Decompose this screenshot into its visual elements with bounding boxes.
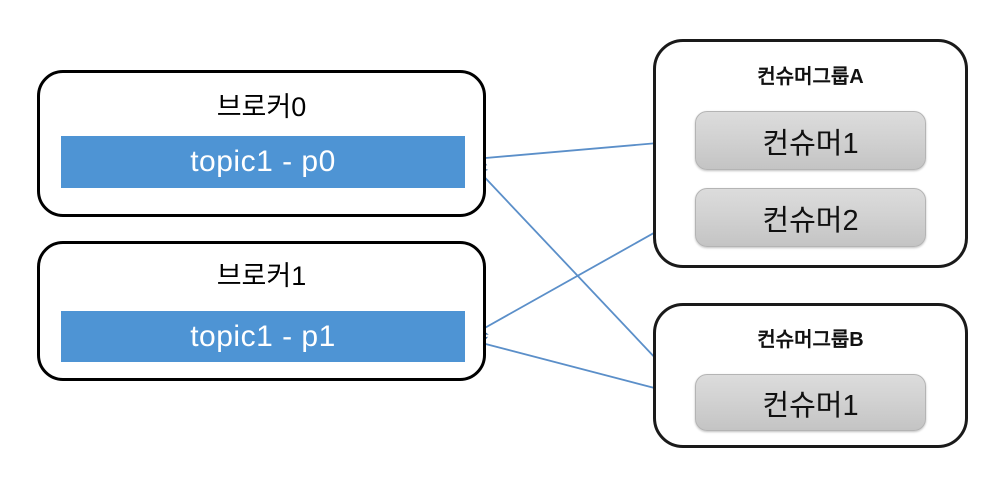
consumer-group-box-b[interactable]: 컨슈머그룹B 컨슈머1	[653, 303, 968, 448]
broker-title-1: 브로커1	[216, 261, 307, 291]
broker-title-0: 브로커0	[216, 92, 307, 122]
consumer-group-box-a[interactable]: 컨슈머그룹A 컨슈머1 컨슈머2	[653, 39, 968, 268]
broker-box-1[interactable]: 브로커1 topic1 - p1	[37, 241, 486, 381]
partition-bar-topic1-p0[interactable]: topic1 - p0	[61, 136, 465, 188]
consumer-label-groupa-2: 컨슈머2	[762, 204, 859, 237]
consumer-box-groupb-1[interactable]: 컨슈머1	[695, 374, 926, 431]
consumer-group-title-b: 컨슈머그룹B	[757, 329, 864, 351]
partition-label-topic1-p0: topic1 - p0	[190, 145, 336, 178]
consumer-box-groupa-2[interactable]: 컨슈머2	[695, 188, 926, 247]
broker-box-0[interactable]: 브로커0 topic1 - p0	[37, 70, 486, 217]
partition-label-topic1-p1: topic1 - p1	[190, 319, 336, 353]
consumer-group-title-a: 컨슈머그룹A	[757, 66, 864, 88]
consumer-box-groupa-1[interactable]: 컨슈머1	[695, 111, 926, 170]
partition-bar-topic1-p1[interactable]: topic1 - p1	[61, 311, 465, 362]
consumer-label-groupa-1: 컨슈머1	[762, 127, 859, 160]
consumer-label-groupb-1: 컨슈머1	[762, 389, 859, 422]
